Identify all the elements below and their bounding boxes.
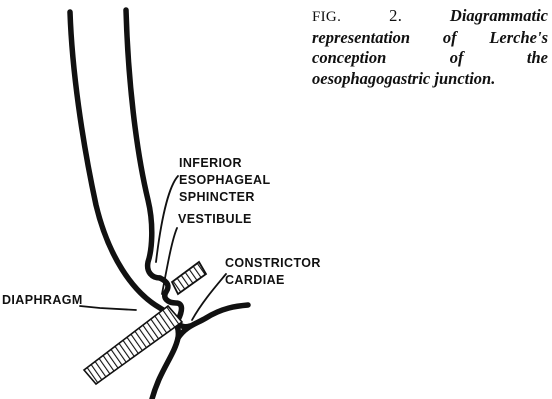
constrictor-cardiae-muscle [172,262,206,294]
label-line: CARDIAE [225,272,321,289]
sphincter-leader-line [156,176,178,262]
diaphragm-band [84,306,182,384]
figure-caption: FIG. 2. Diagrammatic representation of L… [312,6,548,89]
diaphragm-leader-line [80,306,136,310]
stomach-curve [178,305,248,338]
label-line: ESOPHAGEAL [179,172,271,189]
inferior-esophageal-sphincter-label: INFERIOR ESOPHAGEAL SPHINCTER [179,155,271,206]
vestibule-label: VESTIBULE [178,211,252,228]
label-line: CONSTRICTOR [225,255,321,272]
diaphragm-label: DIAPHRAGM [2,292,83,309]
label-line: INFERIOR [179,155,271,172]
figure-label: FIG. 2. [312,6,402,25]
label-line: SPHINCTER [179,189,271,206]
oesophagus-right-wall [126,10,160,278]
constrictor-cardiae-label: CONSTRICTOR CARDIAE [225,255,321,289]
